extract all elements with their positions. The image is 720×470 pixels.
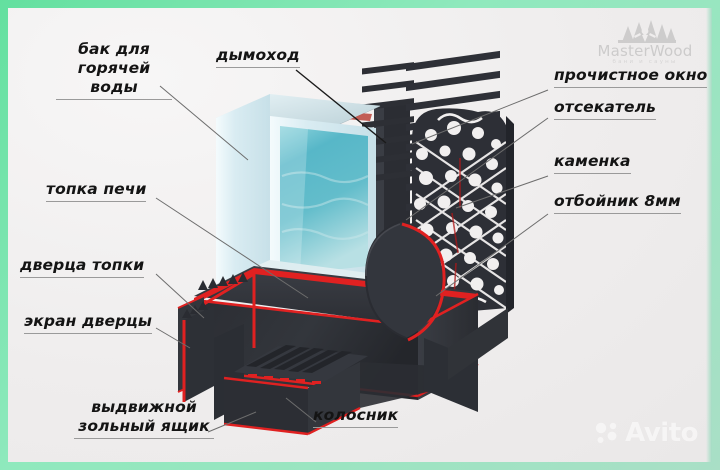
- label-firebox: топка печи: [46, 180, 147, 202]
- leader-screen: [155, 327, 191, 349]
- label-stone-heap: каменка: [554, 152, 631, 174]
- label-grate: колосник: [313, 406, 399, 428]
- diagram-card: бак для горячей воды дымоход топка печи …: [8, 8, 712, 462]
- leader-lines: [155, 69, 549, 433]
- label-ash-box: выдвижной зольный ящик: [74, 398, 214, 439]
- label-line-2: зольный ящик: [78, 417, 210, 435]
- label-baffle-8mm: отбойник 8мм: [554, 192, 681, 214]
- leader-chimney: [295, 69, 387, 144]
- avito-watermark: Avito: [594, 418, 698, 448]
- leader-cutoff: [405, 117, 549, 221]
- brand-name: MasterWood: [597, 42, 693, 60]
- avito-name: Avito: [625, 418, 698, 448]
- leader-ashbox: [207, 411, 257, 433]
- avito-dots-icon: [595, 422, 617, 443]
- hot-water-tank: [216, 94, 381, 296]
- brand-subtitle: бани и сауны: [612, 59, 678, 65]
- grate-bars: [234, 345, 368, 384]
- label-cleanout-window: прочистное окно: [554, 66, 708, 88]
- label-door-screen: экран дверцы: [24, 312, 153, 334]
- firebox-door-assembly: [177, 272, 248, 420]
- leader-tank: [159, 85, 249, 161]
- leader-firebox: [155, 197, 309, 299]
- cutoff-cone: [364, 221, 446, 342]
- stove-illustration: [177, 50, 514, 436]
- label-line-1: выдвижной: [91, 398, 197, 416]
- label-line-1: бак для: [78, 40, 150, 58]
- label-chimney: дымоход: [216, 46, 300, 68]
- rear-support-plate: [424, 308, 508, 412]
- masterwood-watermark: MasterWood бани и сауны: [582, 18, 708, 70]
- label-cutoff: отсекатель: [554, 98, 656, 120]
- leader-cleanout: [411, 89, 549, 145]
- forest-tree-logo-icon: [618, 20, 676, 43]
- label-hot-water-tank: бак для горячей воды: [56, 40, 172, 100]
- leader-grate: [285, 397, 317, 423]
- leader-baffle: [435, 213, 549, 297]
- label-line-2: горячей воды: [77, 59, 151, 96]
- leader-stoneheap: [455, 175, 549, 209]
- label-firebox-door: дверца топки: [20, 256, 145, 278]
- leader-door: [155, 273, 205, 319]
